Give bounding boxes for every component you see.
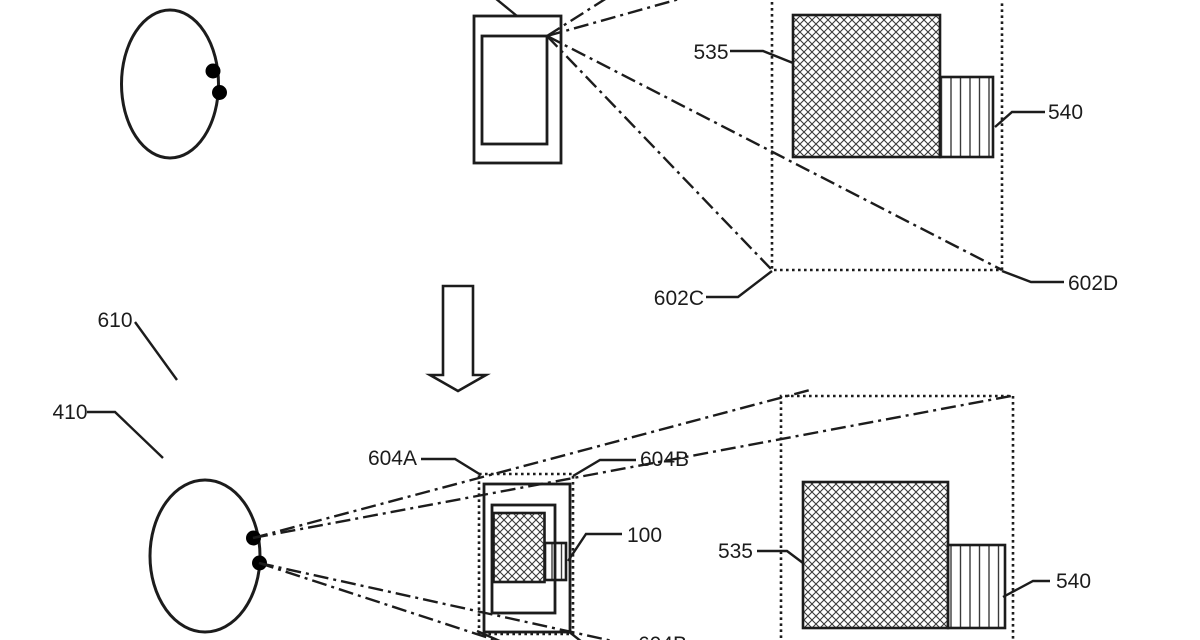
leader-610: [134, 321, 178, 381]
projection-ray-top-b: [546, 0, 681, 38]
leader-540-top: [994, 110, 1045, 128]
eye-outline-top: [120, 8, 220, 160]
eye-outline-bottom: [148, 478, 262, 634]
cutoff-leader-stub-left: [476, 629, 501, 640]
label-540-bottom: 540: [1056, 570, 1091, 593]
gaze-ray-c: [258, 561, 499, 640]
cutoff-leader-stub-right: [567, 630, 582, 640]
leader-604A: [421, 457, 482, 477]
label-535-top: 535: [693, 41, 728, 64]
projection-ray-top-c: [546, 35, 773, 271]
display-crosshatch-top: [791, 13, 942, 159]
gaze-ray-d: [258, 561, 614, 640]
leader-535-bottom: [757, 549, 804, 564]
gaze-ray-b: [252, 394, 1012, 540]
label-602C: 602C: [654, 287, 704, 310]
label-100: 100: [627, 524, 662, 547]
label-535-bottom: 535: [718, 540, 753, 563]
device-crosshatch: [492, 511, 546, 584]
leader-540-bottom: [1002, 579, 1050, 599]
projection-ray-top-d: [546, 34, 1003, 272]
label-604A: 604A: [368, 447, 417, 470]
label-540-top: 540: [1048, 101, 1083, 124]
leader-410: [87, 410, 164, 459]
display-crosshatch-bottom: [801, 480, 950, 630]
pupil-dot-top-1: [205, 63, 221, 79]
projection-ray-top-a: [546, 0, 606, 38]
gaze-ray-a: [252, 388, 811, 540]
label-604B-cutoff: 604B: [638, 633, 687, 640]
top-section: 535 540 602C 602D: [120, 0, 1118, 310]
leader-535-top: [730, 49, 794, 65]
device-screen-top: [480, 34, 549, 146]
bottom-section: 610 410 604A 604B 100 53: [52, 309, 1091, 640]
display-stripe-bottom: [946, 543, 1007, 630]
label-410: 410: [52, 401, 87, 424]
label-610: 610: [97, 309, 132, 332]
pupil-dot-top-2: [212, 85, 227, 100]
device-stripe-100: [543, 541, 568, 582]
leader-602D: [1001, 269, 1064, 284]
down-arrow: [425, 284, 491, 393]
label-602D: 602D: [1068, 272, 1118, 295]
leader-100: [567, 532, 622, 562]
cutoff-leader-stub-top: [495, 0, 518, 17]
display-stripe-top: [938, 75, 995, 159]
leader-604B: [572, 458, 636, 478]
label-604B: 604B: [640, 448, 689, 471]
leader-602C: [706, 270, 773, 299]
